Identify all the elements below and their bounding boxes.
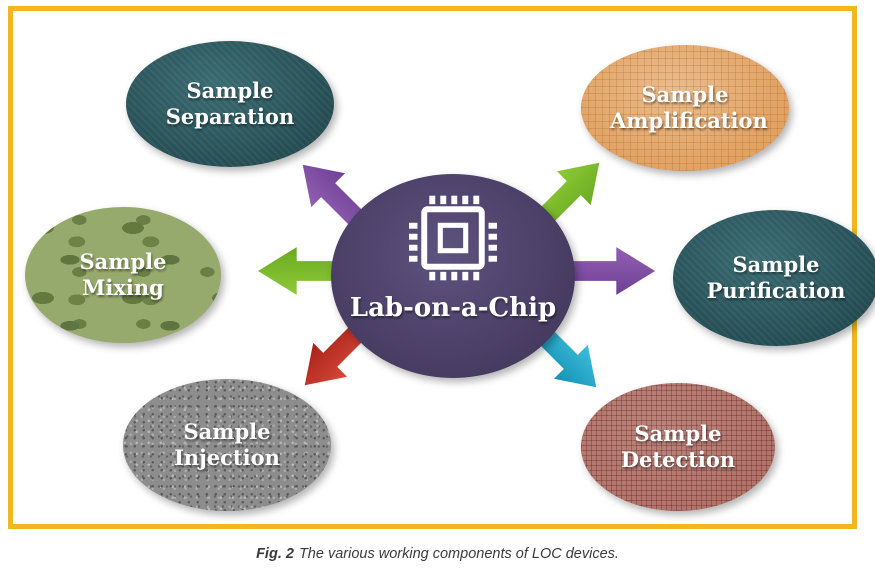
arrow-right-icon	[569, 247, 655, 295]
diagram-frame: Sample Separation Sample Amplification S…	[8, 6, 875, 529]
caption-number: Fig. 2	[256, 546, 294, 562]
chip-icon	[402, 194, 504, 288]
node-sample-amplification: Sample Amplification	[581, 45, 789, 171]
node-sample-mixing: Sample Mixing	[25, 207, 221, 343]
node-label: Sample Injection	[174, 418, 280, 470]
node-label: Sample Mixing	[79, 248, 167, 300]
node-sample-detection: Sample Detection	[581, 383, 775, 511]
node-sample-purification: Sample Purification	[673, 210, 875, 346]
caption-text: The various working components of LOC de…	[298, 546, 619, 562]
node-lab-on-a-chip: Lab-on-a-Chip	[331, 174, 575, 378]
node-sample-injection: Sample Injection	[123, 379, 331, 511]
node-sample-separation: Sample Separation	[126, 41, 334, 167]
node-label: Sample Separation	[165, 77, 295, 129]
node-label: Sample Detection	[620, 420, 736, 472]
node-label: Sample Amplification	[610, 81, 768, 133]
node-label: Sample Purification	[706, 251, 846, 303]
center-label: Lab-on-a-Chip	[349, 293, 557, 324]
